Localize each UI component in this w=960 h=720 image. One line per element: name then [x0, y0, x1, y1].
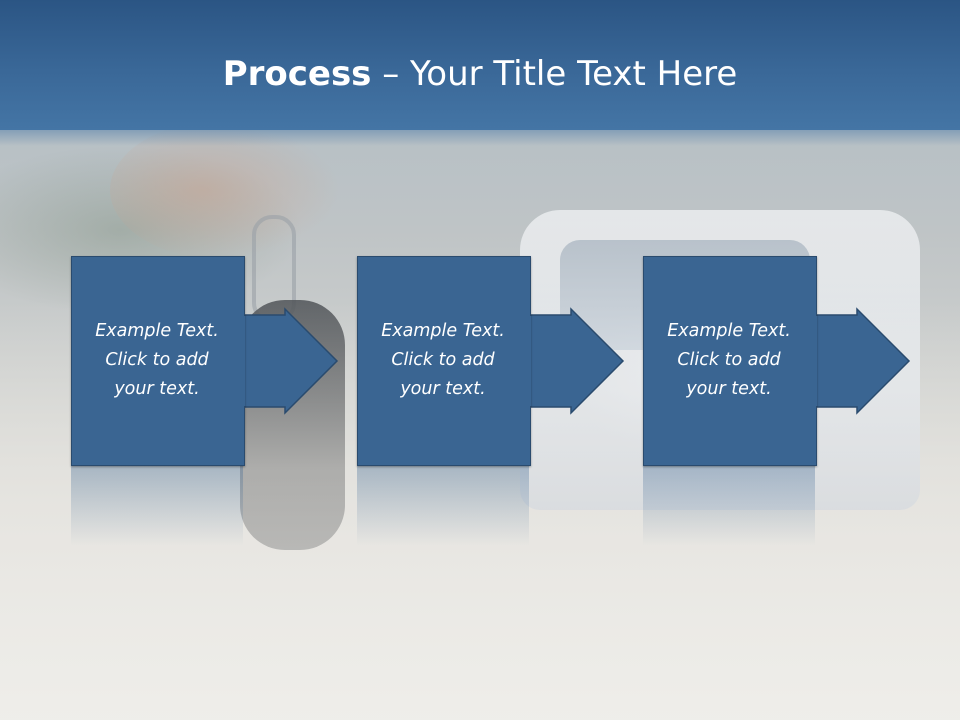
step-3-arrow-icon — [812, 307, 911, 415]
title-band — [0, 0, 960, 130]
step-2-reflection — [357, 466, 529, 546]
step-1-box — [71, 256, 245, 466]
step-2-box — [357, 256, 531, 466]
step-3-line-2: Click to add — [677, 349, 781, 370]
step-3-line-1: Example Text. — [667, 320, 791, 341]
step-2-line-1: Example Text. — [381, 320, 505, 341]
step-1-reflection — [71, 466, 243, 546]
step-3-arrow-joint — [811, 316, 817, 406]
title-band-fade — [0, 126, 960, 146]
step-3-text[interactable]: Example Text. Click to add your text. — [643, 256, 815, 464]
step-3-line-3: your text. — [686, 378, 772, 399]
step-2-line-2: Click to add — [391, 349, 495, 370]
process-step-1[interactable]: Example Text. Click to add your text. — [71, 256, 341, 466]
title-bold-part: Process — [222, 54, 372, 94]
step-1-text[interactable]: Example Text. Click to add your text. — [71, 256, 243, 464]
process-step-2[interactable]: Example Text. Click to add your text. — [357, 256, 627, 466]
step-2-arrow-icon — [526, 307, 625, 415]
process-step-3[interactable]: Example Text. Click to add your text. — [643, 256, 913, 466]
step-1-line-2: Click to add — [105, 349, 209, 370]
step-1-arrow-icon — [240, 307, 339, 415]
step-2-text[interactable]: Example Text. Click to add your text. — [357, 256, 529, 464]
title-rest-part: – Your Title Text Here — [371, 54, 738, 94]
slide-title[interactable]: Process – Your Title Text Here — [0, 52, 960, 96]
step-2-arrow-joint — [525, 316, 531, 406]
step-1-arrow-joint — [239, 316, 245, 406]
step-3-box — [643, 256, 817, 466]
step-1-line-1: Example Text. — [95, 320, 219, 341]
step-3-reflection — [643, 466, 815, 546]
step-2-line-3: your text. — [400, 378, 486, 399]
step-1-line-3: your text. — [114, 378, 200, 399]
